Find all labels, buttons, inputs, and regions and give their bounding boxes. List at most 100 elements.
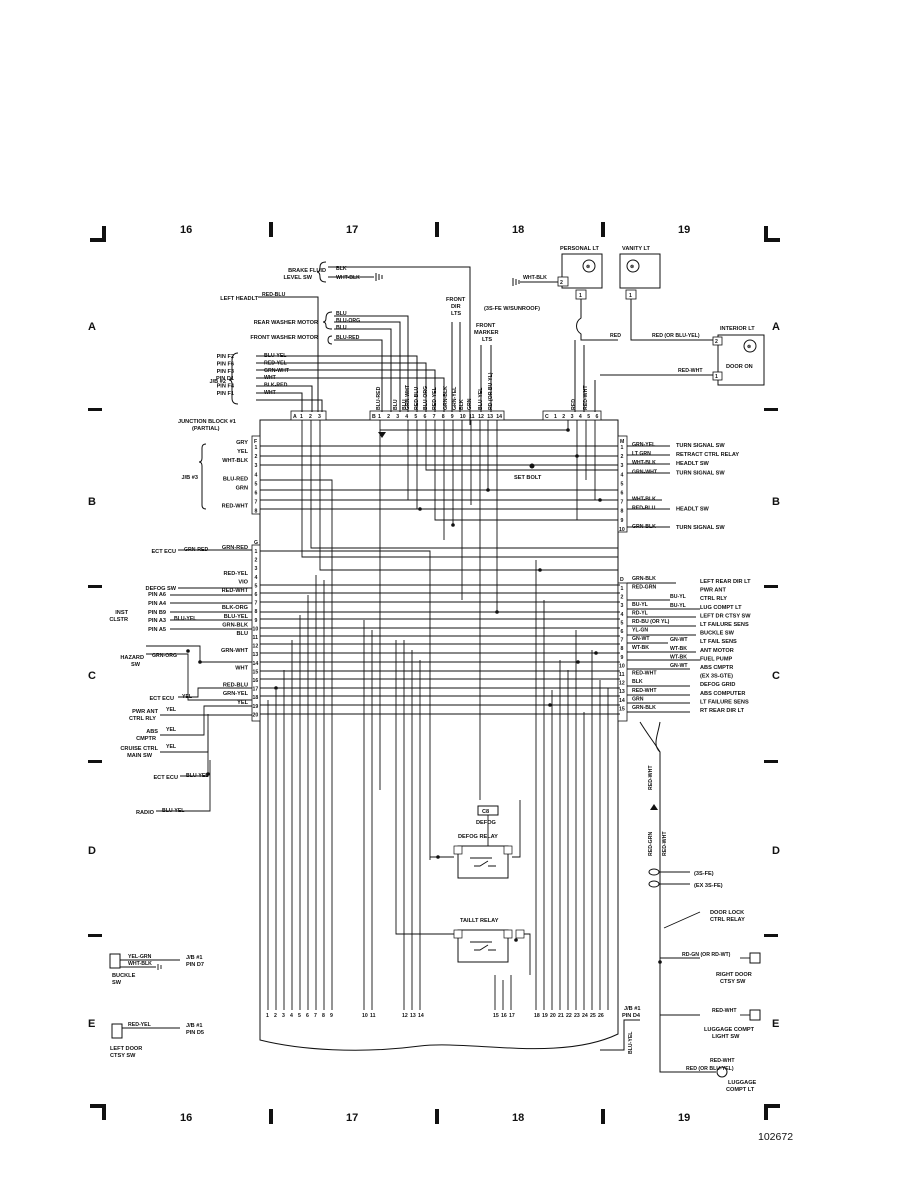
pin-d-13: 13 xyxy=(619,689,625,695)
buckle-wire-2: WHT-BLK xyxy=(128,961,152,967)
pin-g-7: 7 xyxy=(255,601,258,607)
pin-b-6: 6 xyxy=(424,414,427,420)
row-b-left: B xyxy=(88,496,96,508)
front-marker-label-2: MARKER xyxy=(474,330,499,336)
pin-f-1: 1 xyxy=(255,445,258,451)
pwr-ant-wires xyxy=(160,705,252,736)
pin-m-8: 8 xyxy=(621,509,624,515)
d-label-6: LT FAILURE SENS xyxy=(700,622,749,628)
d-wire2-11: GN-WT xyxy=(670,663,688,669)
d-label-12: (EX 3S-GTE) xyxy=(700,674,733,680)
svg-text:1: 1 xyxy=(629,293,632,299)
pin-c-3: 3 xyxy=(571,414,574,420)
jb2-pin-f1: PIN F1 xyxy=(217,391,234,397)
pin-b-3: 3 xyxy=(396,414,399,420)
pin-m-5: 5 xyxy=(621,481,624,487)
pin-g-16: 16 xyxy=(253,678,259,684)
m-label-2: RETRACT CTRL RELAY xyxy=(676,452,739,458)
bottom-pin-18: 18 xyxy=(534,1013,540,1019)
luggage-lt-wire: RED-WHT xyxy=(710,1058,735,1064)
pin-b-9: 9 xyxy=(451,414,454,420)
vwire-6: RED-YEL xyxy=(432,386,438,410)
bottom-pin-7: 7 xyxy=(314,1013,317,1019)
g-wire-18: GRN-YEL xyxy=(223,691,249,697)
interior-lt: ⊗ 2 1 xyxy=(712,334,765,386)
pin-b-5: 5 xyxy=(414,414,417,420)
bottom-pin-1: 1 xyxy=(266,1013,269,1019)
pin-f-2: 2 xyxy=(255,454,258,460)
jb1-title: JUNCTION BLOCK #1 xyxy=(178,419,236,425)
pin-b-2: 2 xyxy=(387,414,390,420)
door-lock-wire xyxy=(663,911,701,929)
pin-g-11: 11 xyxy=(253,635,259,641)
wire-whtblk-personal: WHT-BLK xyxy=(523,275,547,281)
m-side-wires xyxy=(627,445,670,528)
left-comp-19: RADIO xyxy=(136,810,155,816)
m-label-4: TURN SIGNAL SW xyxy=(676,470,725,476)
ect-ecu-3-wire xyxy=(180,730,209,777)
wire-blu-rear-1: BLU xyxy=(336,311,347,317)
d-label-1: LEFT REAR DIR LT xyxy=(700,579,751,585)
pin-g-12: 12 xyxy=(253,644,259,650)
pin-m-9: 9 xyxy=(621,518,624,524)
row-a-right: A xyxy=(772,321,780,333)
left-comp-0: ECT ECU xyxy=(151,549,176,555)
door-on-label: DOOR ON xyxy=(726,364,753,370)
m-label-10: TURN SIGNAL SW xyxy=(676,525,725,531)
pin-d-7: 7 xyxy=(621,638,624,644)
wire-blured-front: BLU-RED xyxy=(336,335,360,341)
front-marker-label-1: FRONT xyxy=(476,323,496,329)
vwire-12: RD (OR BU-YL) xyxy=(488,372,494,410)
pin-d-10: 10 xyxy=(619,663,625,669)
connector-g-left-labels: GRN-REDRED-YELVIORED-WHTBLK-ORGBLU-YELGR… xyxy=(221,545,249,706)
left-comp-wire-14: YEL xyxy=(166,727,177,733)
vert-redwht-2: RED-WHT xyxy=(662,831,668,856)
bottom-pin-3: 3 xyxy=(282,1013,285,1019)
junction-block-1-body xyxy=(251,410,628,1051)
bottom-pin-5: 5 xyxy=(298,1013,301,1019)
vwire-0: BLU-RED xyxy=(376,386,382,410)
buckle-wires xyxy=(120,959,180,968)
pin-g-4: 4 xyxy=(255,575,258,581)
col-16-top: 16 xyxy=(180,224,192,236)
door-lock-label-2: CTRL RELAY xyxy=(710,917,745,923)
d-wire-12: RED-WHT xyxy=(632,671,657,677)
bottom-pin-4: 4 xyxy=(290,1013,293,1019)
d-wire2-4: BU-YL xyxy=(670,603,687,609)
d-wire-9: WT-BK xyxy=(632,645,649,651)
pin-d-9: 9 xyxy=(621,655,624,661)
defog-relay-label: DEFOG RELAY xyxy=(458,834,498,840)
left-comp-15: CMPTR xyxy=(136,736,156,742)
luggage-sw-wire: RED-WHT xyxy=(712,1008,737,1014)
m-label-8: HEADLT SW xyxy=(676,507,710,513)
d-label-5: LEFT DR CTSY SW xyxy=(700,613,751,619)
brace-brake-fluid xyxy=(316,261,327,283)
g-wire-19: YEL xyxy=(237,700,248,706)
buckle-label-1: BUCKLE xyxy=(112,973,136,979)
vert-redgrn: RED-GRN xyxy=(648,832,654,856)
vert-redwht-1: RED-WHT xyxy=(648,765,654,790)
pin-m-4: 4 xyxy=(621,472,624,478)
f-wire-5: BLU-RED xyxy=(223,476,248,482)
pin-a-1: 1 xyxy=(300,414,303,420)
right-door-label-1: RIGHT DOOR xyxy=(716,972,752,978)
pin-b-4: 4 xyxy=(405,414,408,420)
luggage-lt-wire2: RED (OR BLU-YEL) xyxy=(686,1066,734,1072)
ect-ecu-2-wire xyxy=(178,687,252,698)
vert-bluyel: BLU-YEL xyxy=(628,1031,634,1054)
g-wire-10: GRN-BLK xyxy=(222,622,248,628)
bottom-pin-17: 17 xyxy=(509,1013,515,1019)
jb2-wire-0: BLU-YEL xyxy=(264,353,287,359)
brake-fluid-label-2: LEVEL SW xyxy=(284,275,313,281)
pin-d-11: 11 xyxy=(619,672,625,678)
bottom-pin-11: 11 xyxy=(370,1013,376,1019)
row-b-right: B xyxy=(772,496,780,508)
